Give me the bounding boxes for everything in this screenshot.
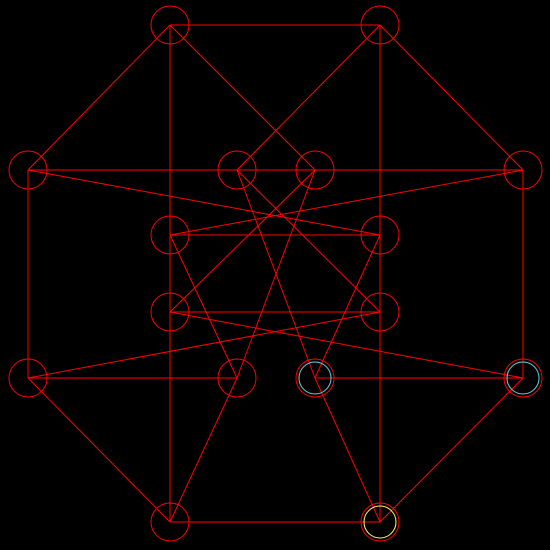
edge-n16-n14 — [379, 377, 524, 523]
node-n8[interactable] — [360, 215, 400, 255]
node-n4[interactable] — [217, 150, 257, 190]
node-n15[interactable] — [150, 502, 190, 542]
node-n12[interactable] — [217, 358, 257, 398]
edge-n5-n12 — [236, 169, 316, 379]
node-n5[interactable] — [295, 150, 335, 190]
node-n1[interactable] — [150, 5, 190, 45]
node-n6[interactable] — [503, 150, 543, 190]
edge-n13-n8 — [314, 234, 381, 379]
node-n10[interactable] — [360, 292, 400, 332]
edge-n11-n10 — [27, 311, 381, 379]
edge-n3-n8 — [27, 169, 381, 236]
edge-n12-n7 — [169, 234, 238, 379]
edge-n16-n13 — [314, 377, 381, 523]
node-n3[interactable] — [8, 150, 48, 190]
node-n9[interactable] — [150, 292, 190, 332]
edge-n2-n4 — [236, 24, 381, 171]
edge-n11-n15 — [27, 377, 171, 523]
node-n16[interactable] — [360, 502, 400, 542]
node-n11[interactable] — [8, 358, 48, 398]
node-n2[interactable] — [360, 5, 400, 45]
edge-n5-n9 — [169, 169, 316, 313]
node-n7[interactable] — [150, 215, 190, 255]
edge-n1-n5 — [169, 24, 316, 171]
edge-n6-n7 — [169, 169, 524, 236]
edge-n14-n9 — [169, 311, 524, 379]
edge-n15-n12 — [169, 377, 238, 523]
node-layer — [8, 5, 543, 542]
node-n13[interactable] — [295, 358, 335, 398]
edge-n1-n3 — [27, 24, 171, 171]
edge-n2-n6 — [379, 24, 524, 171]
edge-layer — [27, 24, 524, 523]
node-n14[interactable] — [503, 358, 543, 398]
